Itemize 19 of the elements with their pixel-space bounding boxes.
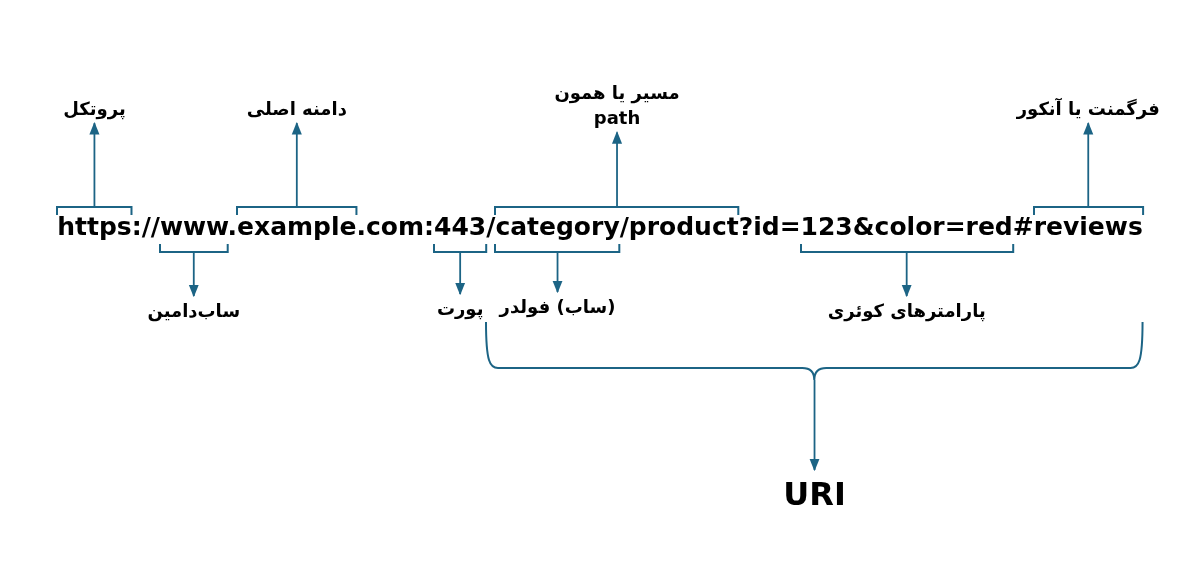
arrow [1083, 121, 1094, 207]
url-text: https://www.example.com:443/category/product?id=123&color=red#reviews [57, 212, 1143, 241]
part-label: دامنه اصلی [246, 96, 347, 122]
arrow [188, 252, 199, 298]
arrow [901, 252, 912, 298]
part-label: ساب‌دامین [147, 298, 241, 324]
arrow [89, 121, 100, 207]
part-label: مسیر یا همون path [542, 80, 692, 131]
part-label: پورت [436, 296, 484, 322]
arrow [552, 252, 563, 294]
part-label: URI [783, 472, 846, 517]
part-label: فرگمنت یا آنکور [1016, 96, 1160, 122]
arrow [612, 131, 623, 207]
arrow [455, 252, 466, 296]
part-label: (ساب) فولدر [499, 294, 616, 320]
arrow [809, 379, 820, 472]
arrow [291, 121, 302, 207]
part-label: پروتکل [63, 96, 126, 122]
part-label: پارامترهای کوئری [827, 298, 986, 324]
